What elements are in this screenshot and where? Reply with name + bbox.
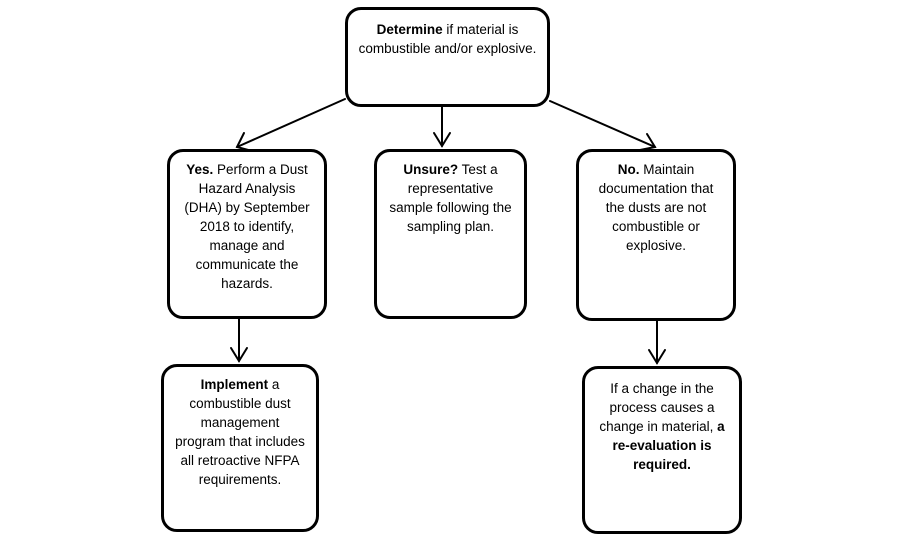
node-yes-bold: Yes.	[186, 162, 214, 177]
node-yes-text: Perform a Dust Hazard Analysis (DHA) by …	[184, 162, 310, 291]
node-determine-bold: Determine	[376, 22, 443, 37]
node-unsure-bold: Unsure?	[403, 162, 459, 177]
node-unsure: Unsure? Test a representative sample fol…	[374, 149, 527, 319]
node-change-bold: a re-evaluation is required.	[612, 419, 725, 472]
node-yes: Yes. Perform a Dust Hazard Analysis (DHA…	[167, 149, 327, 319]
node-determine: Determine if material is combustible and…	[345, 7, 550, 107]
node-change: If a change in the process causes a chan…	[582, 366, 742, 534]
edge-no-to-change	[648, 320, 666, 365]
node-implement-text: a combustible dust management program th…	[175, 377, 305, 487]
edge-top-to-yes	[235, 98, 346, 152]
edge-yes-to-implement	[230, 318, 248, 363]
node-change-text: If a change in the process causes a chan…	[599, 381, 718, 434]
node-no-bold: No.	[617, 162, 640, 177]
node-no: No. Maintain documentation that the dust…	[576, 149, 736, 321]
node-determine-text: if material is combustible and/or explos…	[358, 22, 537, 56]
node-unsure-text: Test a representative sample following t…	[389, 162, 512, 234]
node-no-text: Maintain documentation that the dusts ar…	[598, 162, 714, 253]
node-implement: Implement a combustible dust management …	[161, 364, 319, 532]
edge-top-to-unsure	[433, 106, 451, 148]
edge-top-to-no	[549, 100, 657, 151]
node-implement-bold: Implement	[200, 377, 269, 392]
